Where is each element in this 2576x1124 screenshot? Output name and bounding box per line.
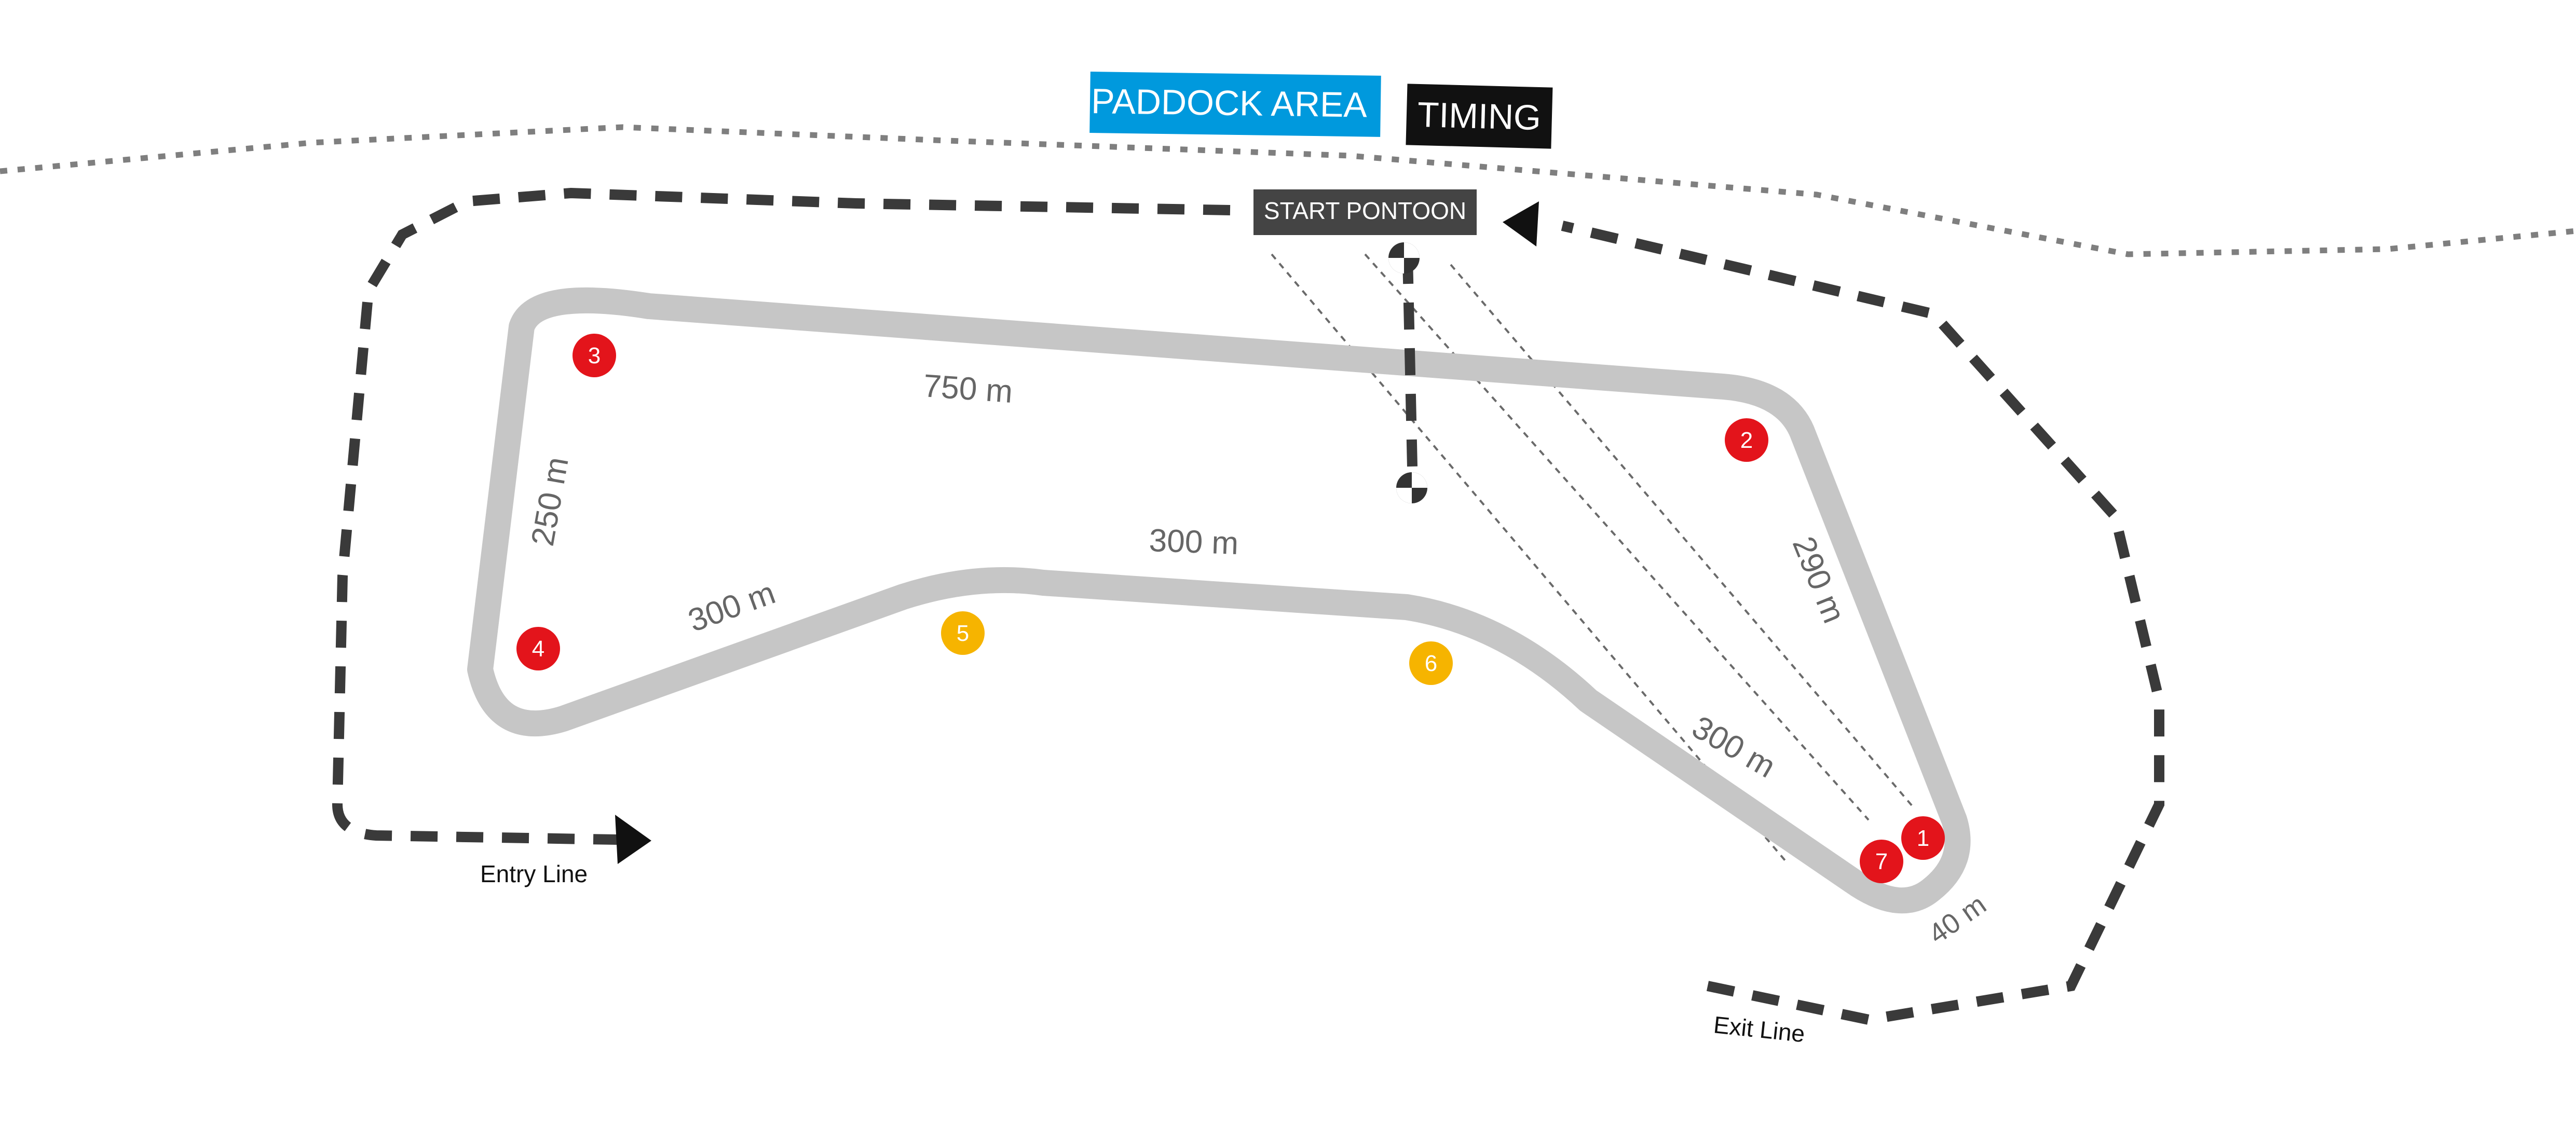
distance-300m-mid: 300 m bbox=[1149, 523, 1239, 561]
buoy-3: 3 bbox=[573, 334, 616, 377]
distance-250m: 250 m bbox=[525, 455, 576, 549]
start-pontoon-text: START PONTOON bbox=[1264, 197, 1466, 224]
start-pontoon-label: START PONTOON bbox=[1253, 189, 1477, 235]
exit-route bbox=[1561, 221, 2164, 1025]
buoy-7-number: 7 bbox=[1875, 849, 1888, 874]
entry-arrow-icon bbox=[615, 815, 651, 864]
buoy-1: 1 bbox=[1901, 816, 1945, 860]
buoy-1-number: 1 bbox=[1917, 826, 1929, 851]
buoy-4-number: 4 bbox=[532, 636, 544, 662]
buoy-2-number: 2 bbox=[1740, 428, 1753, 453]
start-marker-bottom-icon bbox=[1396, 472, 1427, 503]
timing-text: TIMING bbox=[1417, 95, 1542, 138]
buoy-7: 7 bbox=[1860, 840, 1903, 883]
buoy-2: 2 bbox=[1725, 418, 1768, 462]
route-lines bbox=[332, 187, 2164, 1025]
exit-line-label: Exit Line bbox=[1712, 1011, 1806, 1047]
buoy-5: 5 bbox=[941, 611, 985, 655]
exit-arrow-icon bbox=[1503, 201, 1539, 246]
entry-route bbox=[332, 187, 1231, 845]
paddock-area-label: PADDOCK AREA bbox=[1089, 72, 1381, 137]
buoy-6-number: 6 bbox=[1425, 651, 1437, 676]
buoy-5-number: 5 bbox=[957, 621, 969, 646]
start-marker-top-icon bbox=[1388, 242, 1420, 273]
racecourse-track bbox=[467, 287, 1971, 914]
distance-300m-left: 300 m bbox=[684, 575, 780, 639]
paddock-area-text: PADDOCK AREA bbox=[1091, 81, 1368, 125]
buoy-6: 6 bbox=[1409, 641, 1453, 685]
buoy-3-number: 3 bbox=[588, 343, 601, 368]
start-line-marker bbox=[1402, 256, 1418, 491]
distance-750m: 750 m bbox=[922, 368, 1014, 410]
buoy-4: 4 bbox=[516, 627, 560, 670]
entry-line-label: Entry Line bbox=[480, 860, 588, 887]
timing-label: TIMING bbox=[1406, 84, 1553, 149]
